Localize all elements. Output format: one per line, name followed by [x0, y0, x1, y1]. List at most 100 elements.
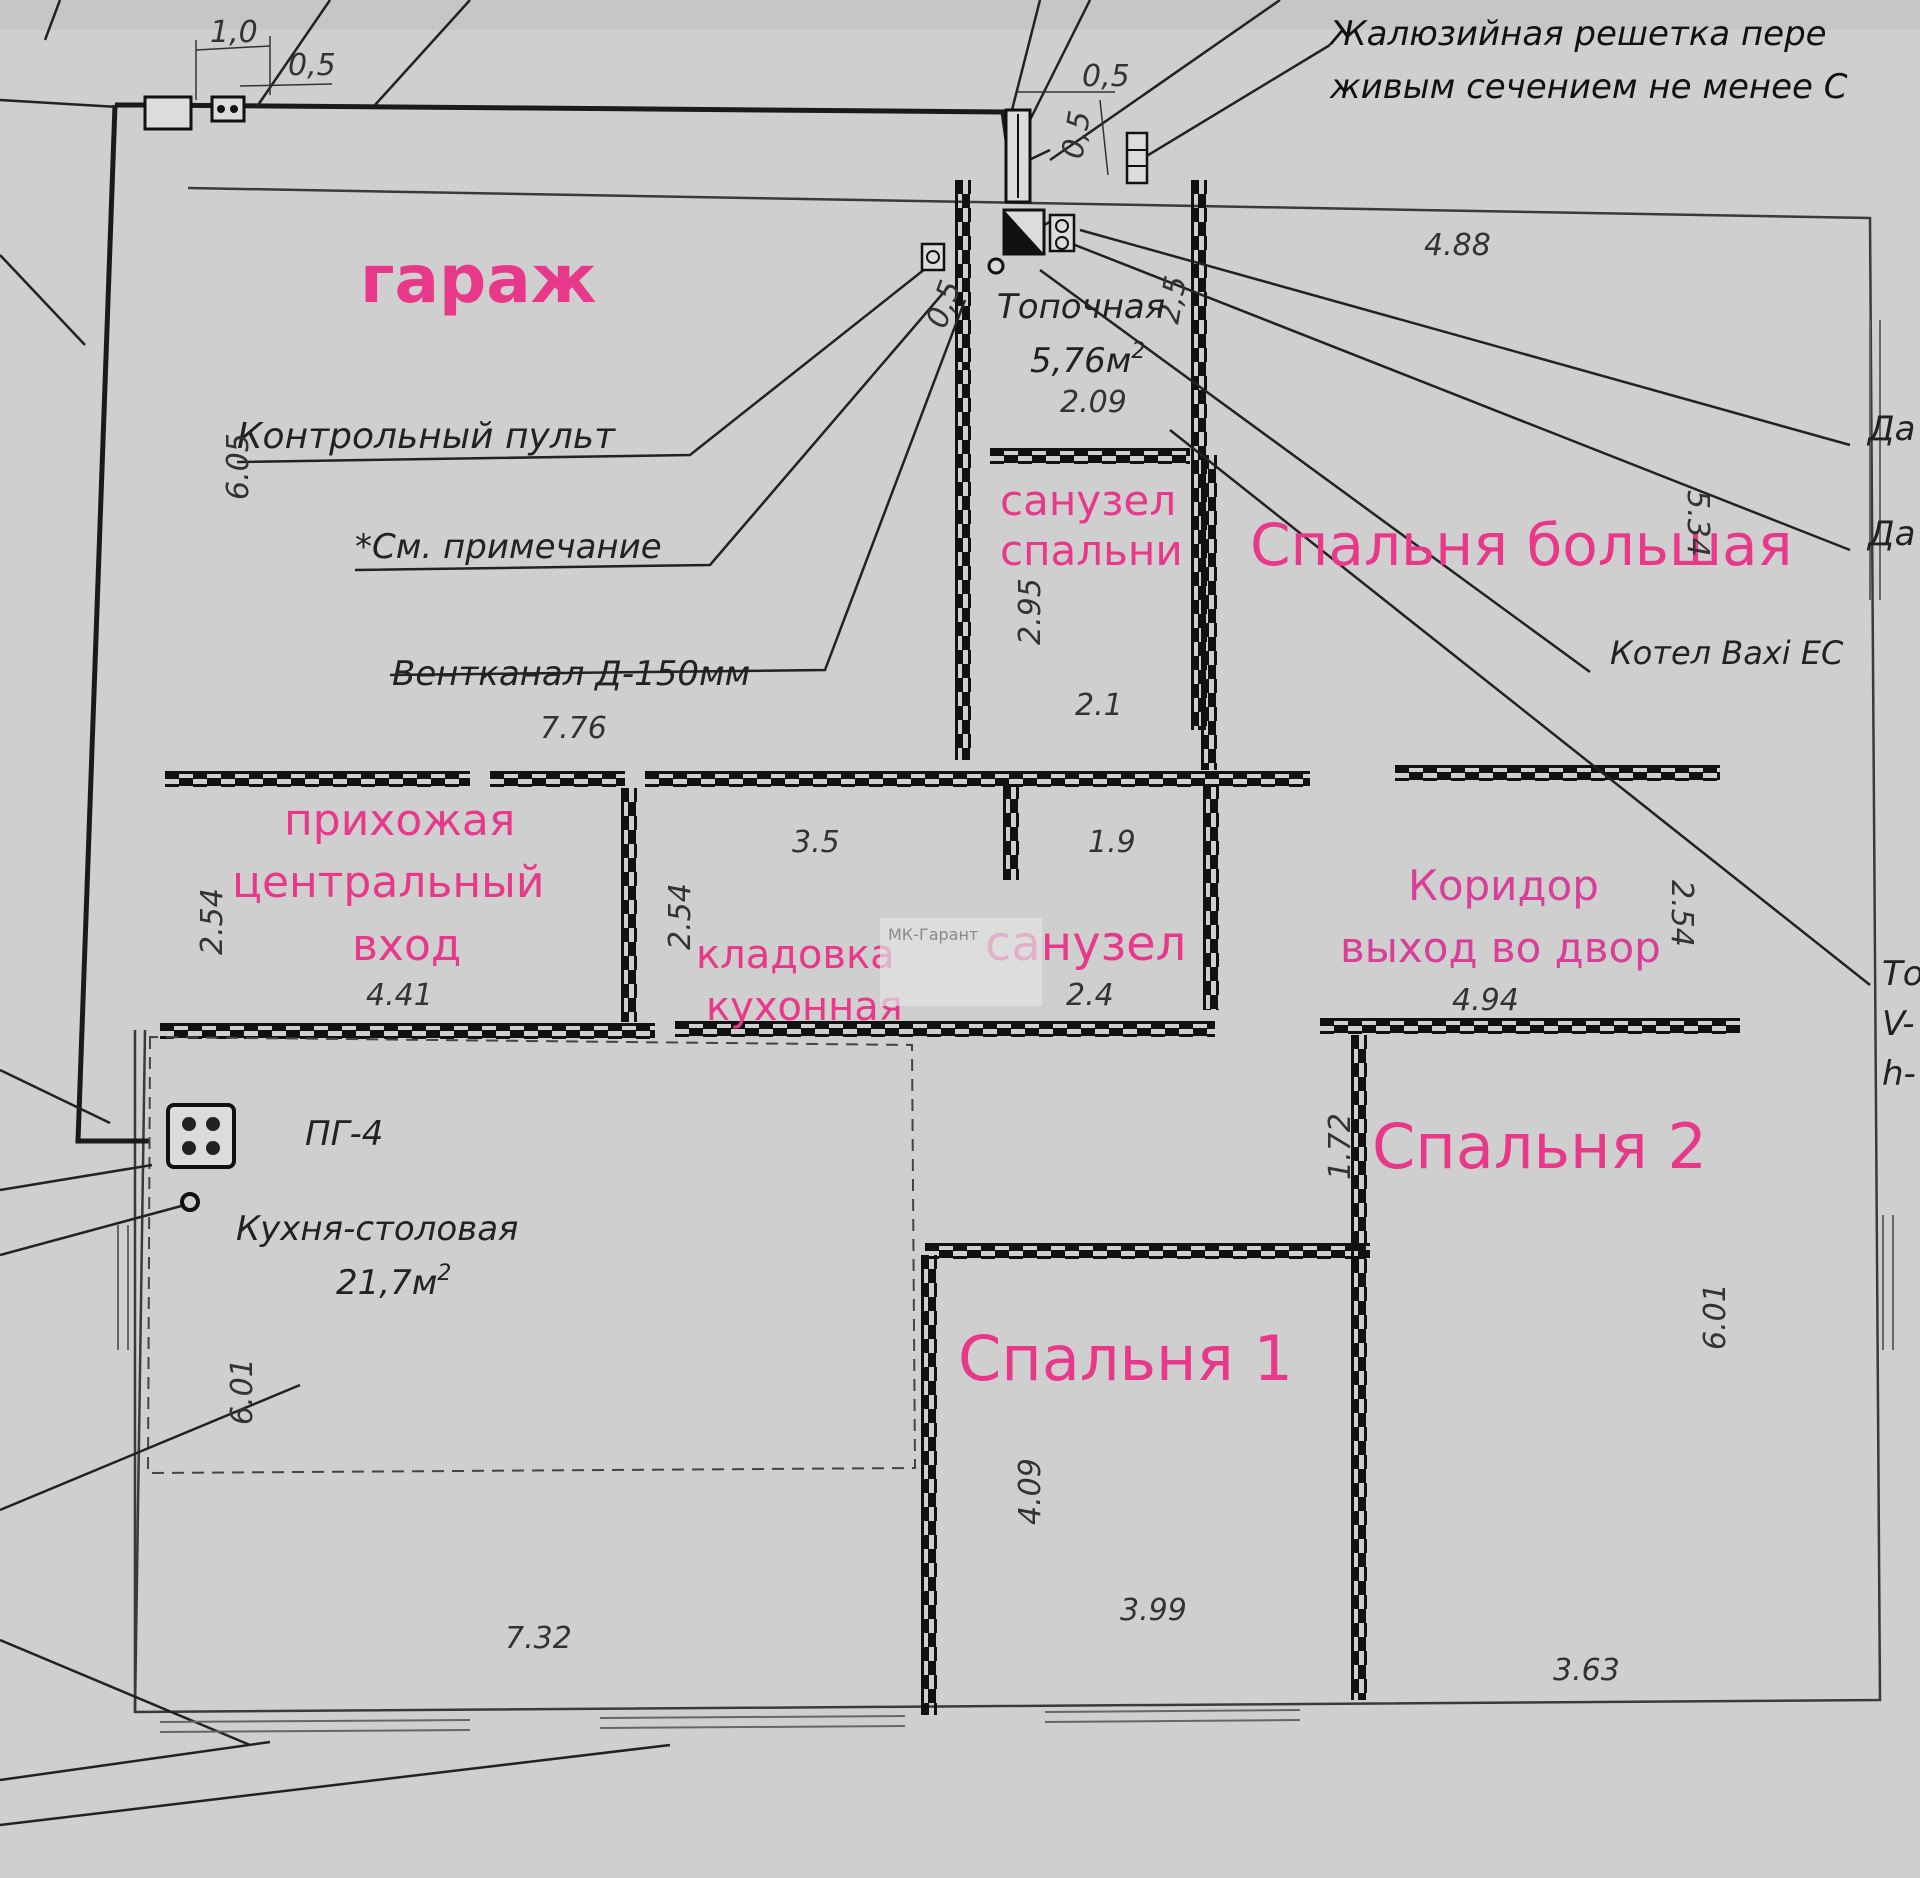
wall-hatch-block [1149, 784, 1163, 787]
wall-hatch-block [1177, 1243, 1191, 1251]
wall-hatch-block [574, 771, 588, 779]
wall-hatch-block [899, 1021, 913, 1029]
wall-hatch-block [934, 1479, 937, 1493]
wall-hatch-block [934, 1675, 937, 1689]
wall-hatch-block [1018, 448, 1032, 456]
wall-hatch-block [955, 594, 963, 608]
wall-hatch-block [1205, 771, 1219, 779]
wall-hatch-block [1591, 778, 1605, 781]
wall-hatch-block [300, 1023, 314, 1031]
wall-hatch-block [1364, 1119, 1367, 1133]
wall-hatch-block [1095, 1034, 1109, 1037]
dim-3-63: 3.63 [1553, 1653, 1620, 1688]
wall-hatch-block [1214, 707, 1217, 721]
wall-hatch-block [787, 1034, 801, 1037]
wall-hatch-block [621, 886, 624, 900]
wall-hatch-block [968, 208, 971, 222]
wall-hatch-block [490, 771, 504, 779]
wall-hatch-block [921, 1633, 924, 1647]
wall-hatch-block [743, 778, 757, 786]
wall-hatch-block [953, 1243, 967, 1251]
wall-hatch-block [1351, 1371, 1359, 1385]
wall-hatch-block [1093, 784, 1107, 787]
valve-circle-icon [987, 257, 1005, 275]
wall-hatch-block [1717, 765, 1720, 768]
wall-hatch-block [1364, 1651, 1367, 1665]
wall-hatch-block [440, 1023, 454, 1031]
wall-hatch-block [1320, 1018, 1334, 1026]
wall-hatch-block [160, 1023, 174, 1031]
wall-hatch-block [1177, 784, 1191, 787]
wall-hatch-block [468, 1036, 482, 1039]
wall-hatch-block [955, 664, 958, 678]
wall-hatch-block [843, 1021, 857, 1029]
wall-hatch-block [1201, 595, 1209, 609]
wall-hatch-block [1163, 778, 1177, 786]
wall-hatch-block [1025, 1028, 1039, 1036]
wall-hatch-block [1351, 1217, 1354, 1231]
wall-hatch-block [1186, 448, 1190, 456]
wall-hatch-block [1203, 911, 1206, 925]
wall-hatch-block [1619, 765, 1633, 773]
wall-hatch-block [1107, 1243, 1121, 1246]
wall-hatch-block [1201, 679, 1209, 693]
wall-hatch-block [634, 788, 637, 802]
wall-hatch-block [757, 771, 771, 779]
wall-hatch-block [771, 778, 785, 786]
wall-hatch-block [235, 778, 249, 786]
wall-hatch-block [628, 998, 636, 1012]
wall-hatch-block [981, 1256, 995, 1259]
wall-hatch-block [897, 784, 911, 787]
wall-hatch-block [673, 784, 687, 787]
wall-hatch-block [524, 1023, 538, 1031]
wall-hatch-block [1067, 1034, 1081, 1037]
wall-hatch-block [1074, 448, 1088, 456]
wall-hatch-block [1351, 1441, 1354, 1455]
dim-7-32: 7.32 [505, 1621, 572, 1656]
wall-hatch-block [1016, 785, 1019, 799]
wall-hatch-block [1502, 1018, 1516, 1021]
wall-hatch-block [628, 914, 636, 928]
callout-to-2: V- [1882, 1004, 1915, 1044]
wall-hatch-block [1446, 1018, 1460, 1021]
wall-hatch-block [962, 664, 970, 678]
wall-hatch-block [934, 1283, 937, 1297]
wall-hatch-block [928, 1353, 936, 1367]
wall-hatch-block [431, 778, 445, 786]
wall-hatch-block [1535, 778, 1549, 781]
grille-note-line1: Жалюзийная решетка пере [1328, 14, 1827, 54]
wall-hatch-block [496, 1023, 510, 1031]
wall-hatch-block [602, 784, 616, 787]
wall-hatch-block [968, 454, 971, 468]
wall-hatch-block [1032, 448, 1046, 451]
wall-hatch-block [1023, 1243, 1037, 1246]
wall-hatch-block [921, 1605, 924, 1619]
wall-hatch-block [1065, 1243, 1079, 1251]
wall-hatch-block [990, 448, 1004, 456]
wall-hatch-block [1081, 1028, 1095, 1036]
wall-hatch-block [1502, 1025, 1516, 1033]
wall-hatch-block [1198, 250, 1206, 264]
dim-6-05: 6.05 [221, 433, 256, 500]
wall-hatch-block [1358, 1189, 1366, 1203]
wall-hatch-block [1046, 461, 1060, 464]
wall-hatch-block [1331, 1250, 1345, 1258]
dim-top-1-0: 1,0 [210, 15, 258, 50]
wall-hatch-block [934, 1619, 937, 1633]
wall-hatch-block [1395, 778, 1409, 781]
wall-hatch-block [1198, 222, 1206, 236]
wall-hatch-block [745, 1028, 759, 1036]
wall-hatch-block [921, 1451, 929, 1465]
wall-hatch-block [799, 771, 813, 774]
wall-hatch-block [1191, 306, 1194, 320]
wall-hatch-block [1208, 497, 1216, 511]
wall-hatch-block [983, 1021, 997, 1029]
wall-hatch-block [1203, 967, 1206, 981]
wall-hatch-block [1507, 778, 1521, 781]
wall-hatch-block [869, 784, 883, 787]
wall-hatch-block [962, 362, 970, 370]
room-label-corridor-1: Коридор [1408, 861, 1599, 910]
wall-hatch-block [1670, 1025, 1684, 1033]
wall-hatch-block [328, 1023, 342, 1031]
wall-hatch-block [1003, 799, 1006, 813]
